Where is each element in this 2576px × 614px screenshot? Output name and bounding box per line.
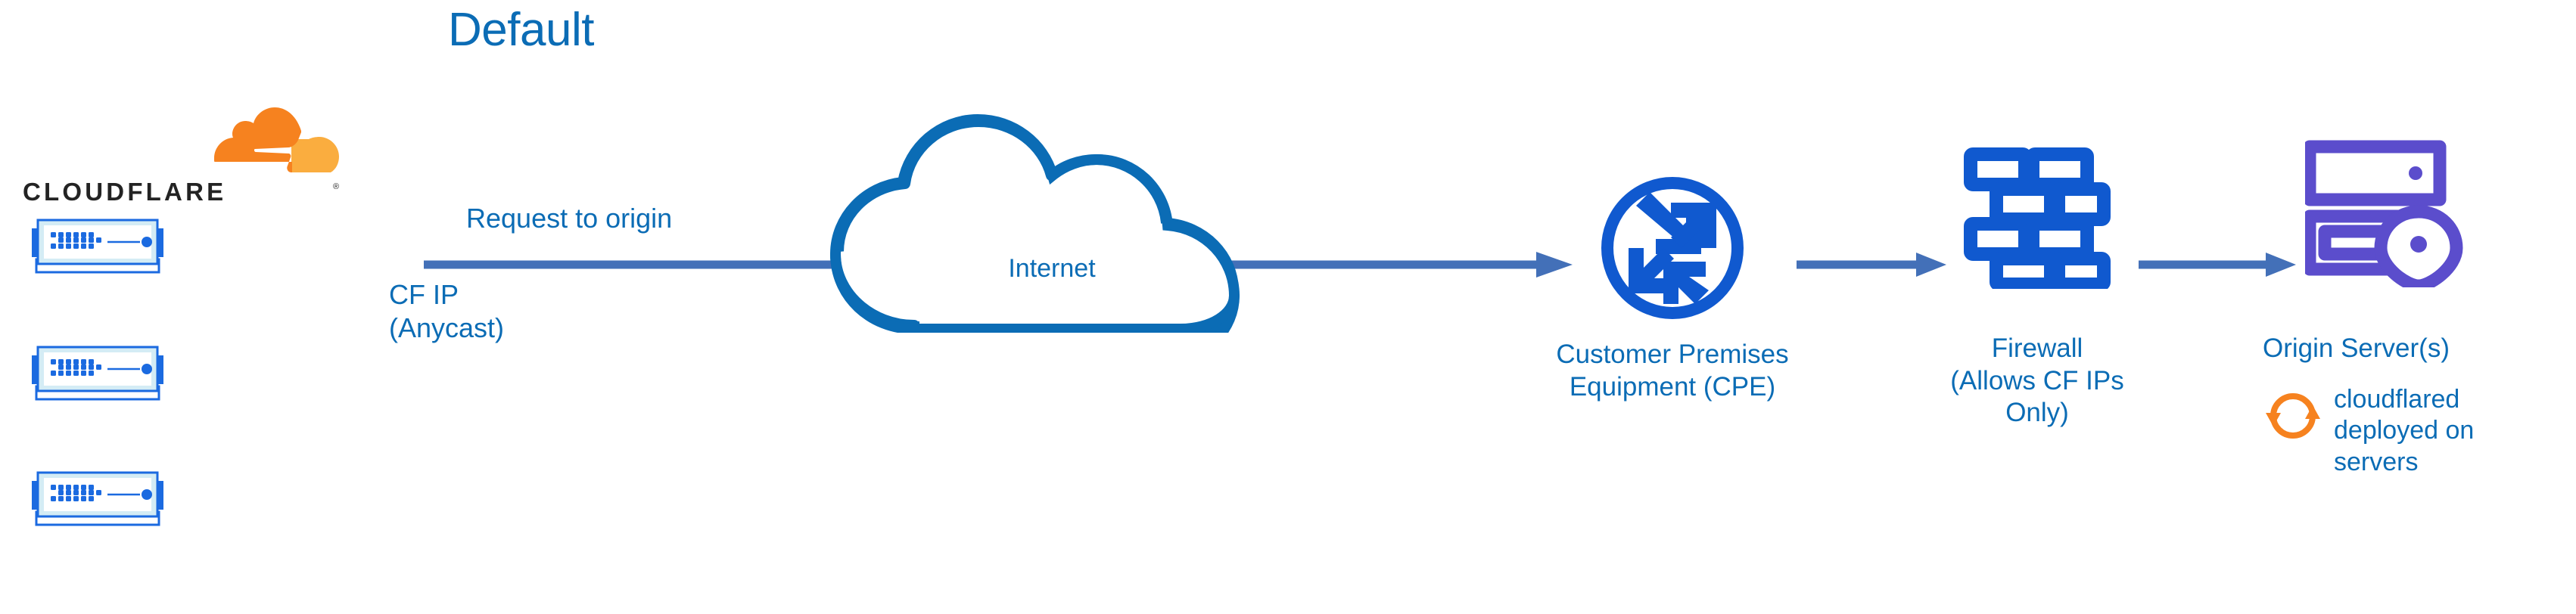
cloudflared-note-line-3: servers <box>2334 447 2419 476</box>
cpe-node <box>1597 172 1748 324</box>
cloudflared-note-line-1: cloudflared <box>2334 385 2460 414</box>
cloudflared-note-text: cloudflared deployed on servers <box>2334 384 2561 478</box>
cpe-label-line-2: Equipment (CPE) <box>1569 371 1776 402</box>
page-title: Default <box>448 4 594 56</box>
cpe-label: Customer Premises Equipment (CPE) <box>1551 339 1794 403</box>
cloudflare-edge-server-1 <box>18 215 179 278</box>
cloud-icon <box>829 113 1240 344</box>
cloudflare-cloud-mark <box>214 107 339 172</box>
firewall-to-origin-arrow <box>2139 253 2296 277</box>
cloudflared-note: cloudflared deployed on servers <box>2264 384 2567 478</box>
cf-ip-anycast-label: CF IP (Anycast) <box>389 278 504 345</box>
server-unit-icon <box>32 346 163 401</box>
cpe-to-firewall-arrow <box>1797 253 1946 277</box>
firewall-label-line-1: Firewall <box>1991 333 2083 363</box>
cf-ip-line-2: (Anycast) <box>389 312 505 343</box>
brick-wall-icon <box>1964 147 2111 291</box>
cf-ip-line-1: CF IP <box>389 279 459 310</box>
internet-label: Internet <box>1008 254 1096 283</box>
internet-cloud-node: Internet <box>825 106 1279 344</box>
svg-text:CLOUDFLARE: CLOUDFLARE <box>23 178 226 206</box>
cloudflare-edge-server-3 <box>18 467 179 531</box>
firewall-label: Firewall (Allows CF IPs Only) <box>1916 333 2158 429</box>
cpe-label-line-1: Customer Premises <box>1556 340 1789 369</box>
origin-server-node <box>2303 136 2479 293</box>
sync-arrows-icon <box>2266 393 2320 439</box>
server-unit-icon <box>32 219 163 274</box>
firewall-label-line-2: (Allows CF IPs Only) <box>1950 365 2124 428</box>
cloudflare-edge-server-2 <box>18 342 179 405</box>
cloudflared-note-line-2: deployed on <box>2334 416 2475 445</box>
server-location-icon <box>2303 140 2463 293</box>
cloudflare-wordmark: CLOUDFLARE ® <box>23 178 339 206</box>
svg-text:®: ® <box>333 182 339 191</box>
firewall-node <box>1962 145 2113 291</box>
server-unit-icon <box>32 471 163 526</box>
origin-server-label: Origin Server(s) <box>2263 333 2450 363</box>
request-to-origin-label: Request to origin <box>466 203 673 234</box>
cloudflare-logo: CLOUDFLARE ® <box>23 106 348 206</box>
router-icon <box>1601 177 1744 319</box>
